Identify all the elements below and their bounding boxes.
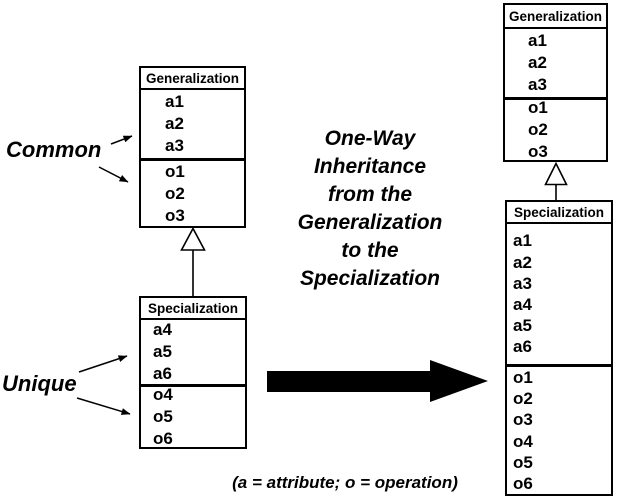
unique-label: Unique (2, 371, 77, 396)
operation-item: o3 (513, 410, 533, 430)
operation-item: o6 (513, 473, 533, 493)
attribute-item: a3 (528, 75, 547, 94)
operation-item: o5 (153, 407, 173, 426)
operation-item: o3 (165, 205, 185, 225)
attributes-section: a4 a5 a6 (141, 320, 245, 384)
class-title: Specialization (141, 298, 245, 320)
attribute-item: a3 (513, 273, 532, 293)
attribute-item: a1 (165, 92, 184, 111)
unique-arrow-upper (78, 355, 128, 373)
operation-item: o1 (513, 367, 533, 387)
operation-item: o2 (528, 120, 548, 139)
center-description-line: from the (328, 183, 412, 206)
inheritance-triangle-right (544, 161, 568, 186)
center-description: One-Way Inheritance from the Generalizat… (275, 125, 465, 293)
common-label: Common (6, 137, 102, 162)
operation-item: o1 (528, 98, 548, 117)
common-arrow-lower (98, 166, 129, 183)
center-description-line: Inheritance (313, 155, 427, 178)
center-description-line: One-Way (324, 127, 416, 150)
unique-arrow-lower (76, 397, 131, 415)
operation-item: o2 (513, 389, 533, 409)
attribute-item: a2 (165, 114, 184, 133)
operation-item: o5 (513, 452, 533, 472)
class-box-specialization-after: Specialization a1 a2 a3 a4 a5 a6 o1 o2 o… (505, 200, 613, 496)
center-description-line: Generalization (297, 211, 443, 234)
attribute-item: a1 (528, 31, 547, 50)
class-title: Specialization (507, 202, 611, 224)
attributes-section: a1 a2 a3 a4 a5 a6 (507, 224, 611, 364)
attribute-item: a6 (153, 364, 172, 383)
operation-item: o4 (153, 385, 173, 404)
attribute-item: a2 (528, 53, 547, 72)
attribute-item: a5 (513, 316, 532, 336)
attribute-item: a6 (513, 337, 532, 357)
operation-item: o4 (513, 431, 533, 451)
attribute-item: a2 (513, 252, 532, 272)
center-description-line: to the (341, 239, 399, 262)
operations-section: o4 o5 o6 (141, 384, 245, 448)
operations-section: o1 o2 o3 (141, 158, 244, 226)
operation-item: o3 (528, 142, 548, 161)
legend-caption: (a = attribute; o = operation) (232, 473, 458, 492)
attribute-item: a1 (513, 231, 532, 251)
attribute-item: a3 (165, 136, 184, 155)
class-box-specialization-before: Specialization a4 a5 a6 o4 o5 o6 (139, 296, 247, 449)
class-title: Generalization (141, 68, 244, 90)
center-description-line: Specialization (299, 267, 441, 290)
operations-section: o1 o2 o3 (505, 97, 606, 161)
operation-item: o6 (153, 429, 173, 448)
attributes-section: a1 a2 a3 (141, 90, 244, 158)
class-title: Generalization (505, 5, 606, 29)
class-box-generalization-after: Generalization a1 a2 a3 o1 o2 o3 (503, 3, 608, 162)
operation-item: o1 (165, 161, 185, 181)
inheritance-triangle-left (180, 226, 206, 251)
operation-item: o2 (165, 183, 185, 203)
operations-section: o1 o2 o3 o4 o5 o6 (507, 364, 611, 494)
common-arrow-upper (110, 135, 133, 145)
attribute-item: a4 (513, 295, 532, 314)
attribute-item: a4 (153, 320, 172, 339)
class-box-generalization-before: Generalization a1 a2 a3 o1 o2 o3 (139, 66, 246, 228)
attributes-section: a1 a2 a3 (505, 29, 606, 97)
attribute-item: a5 (153, 342, 172, 361)
transform-arrow (267, 360, 488, 402)
